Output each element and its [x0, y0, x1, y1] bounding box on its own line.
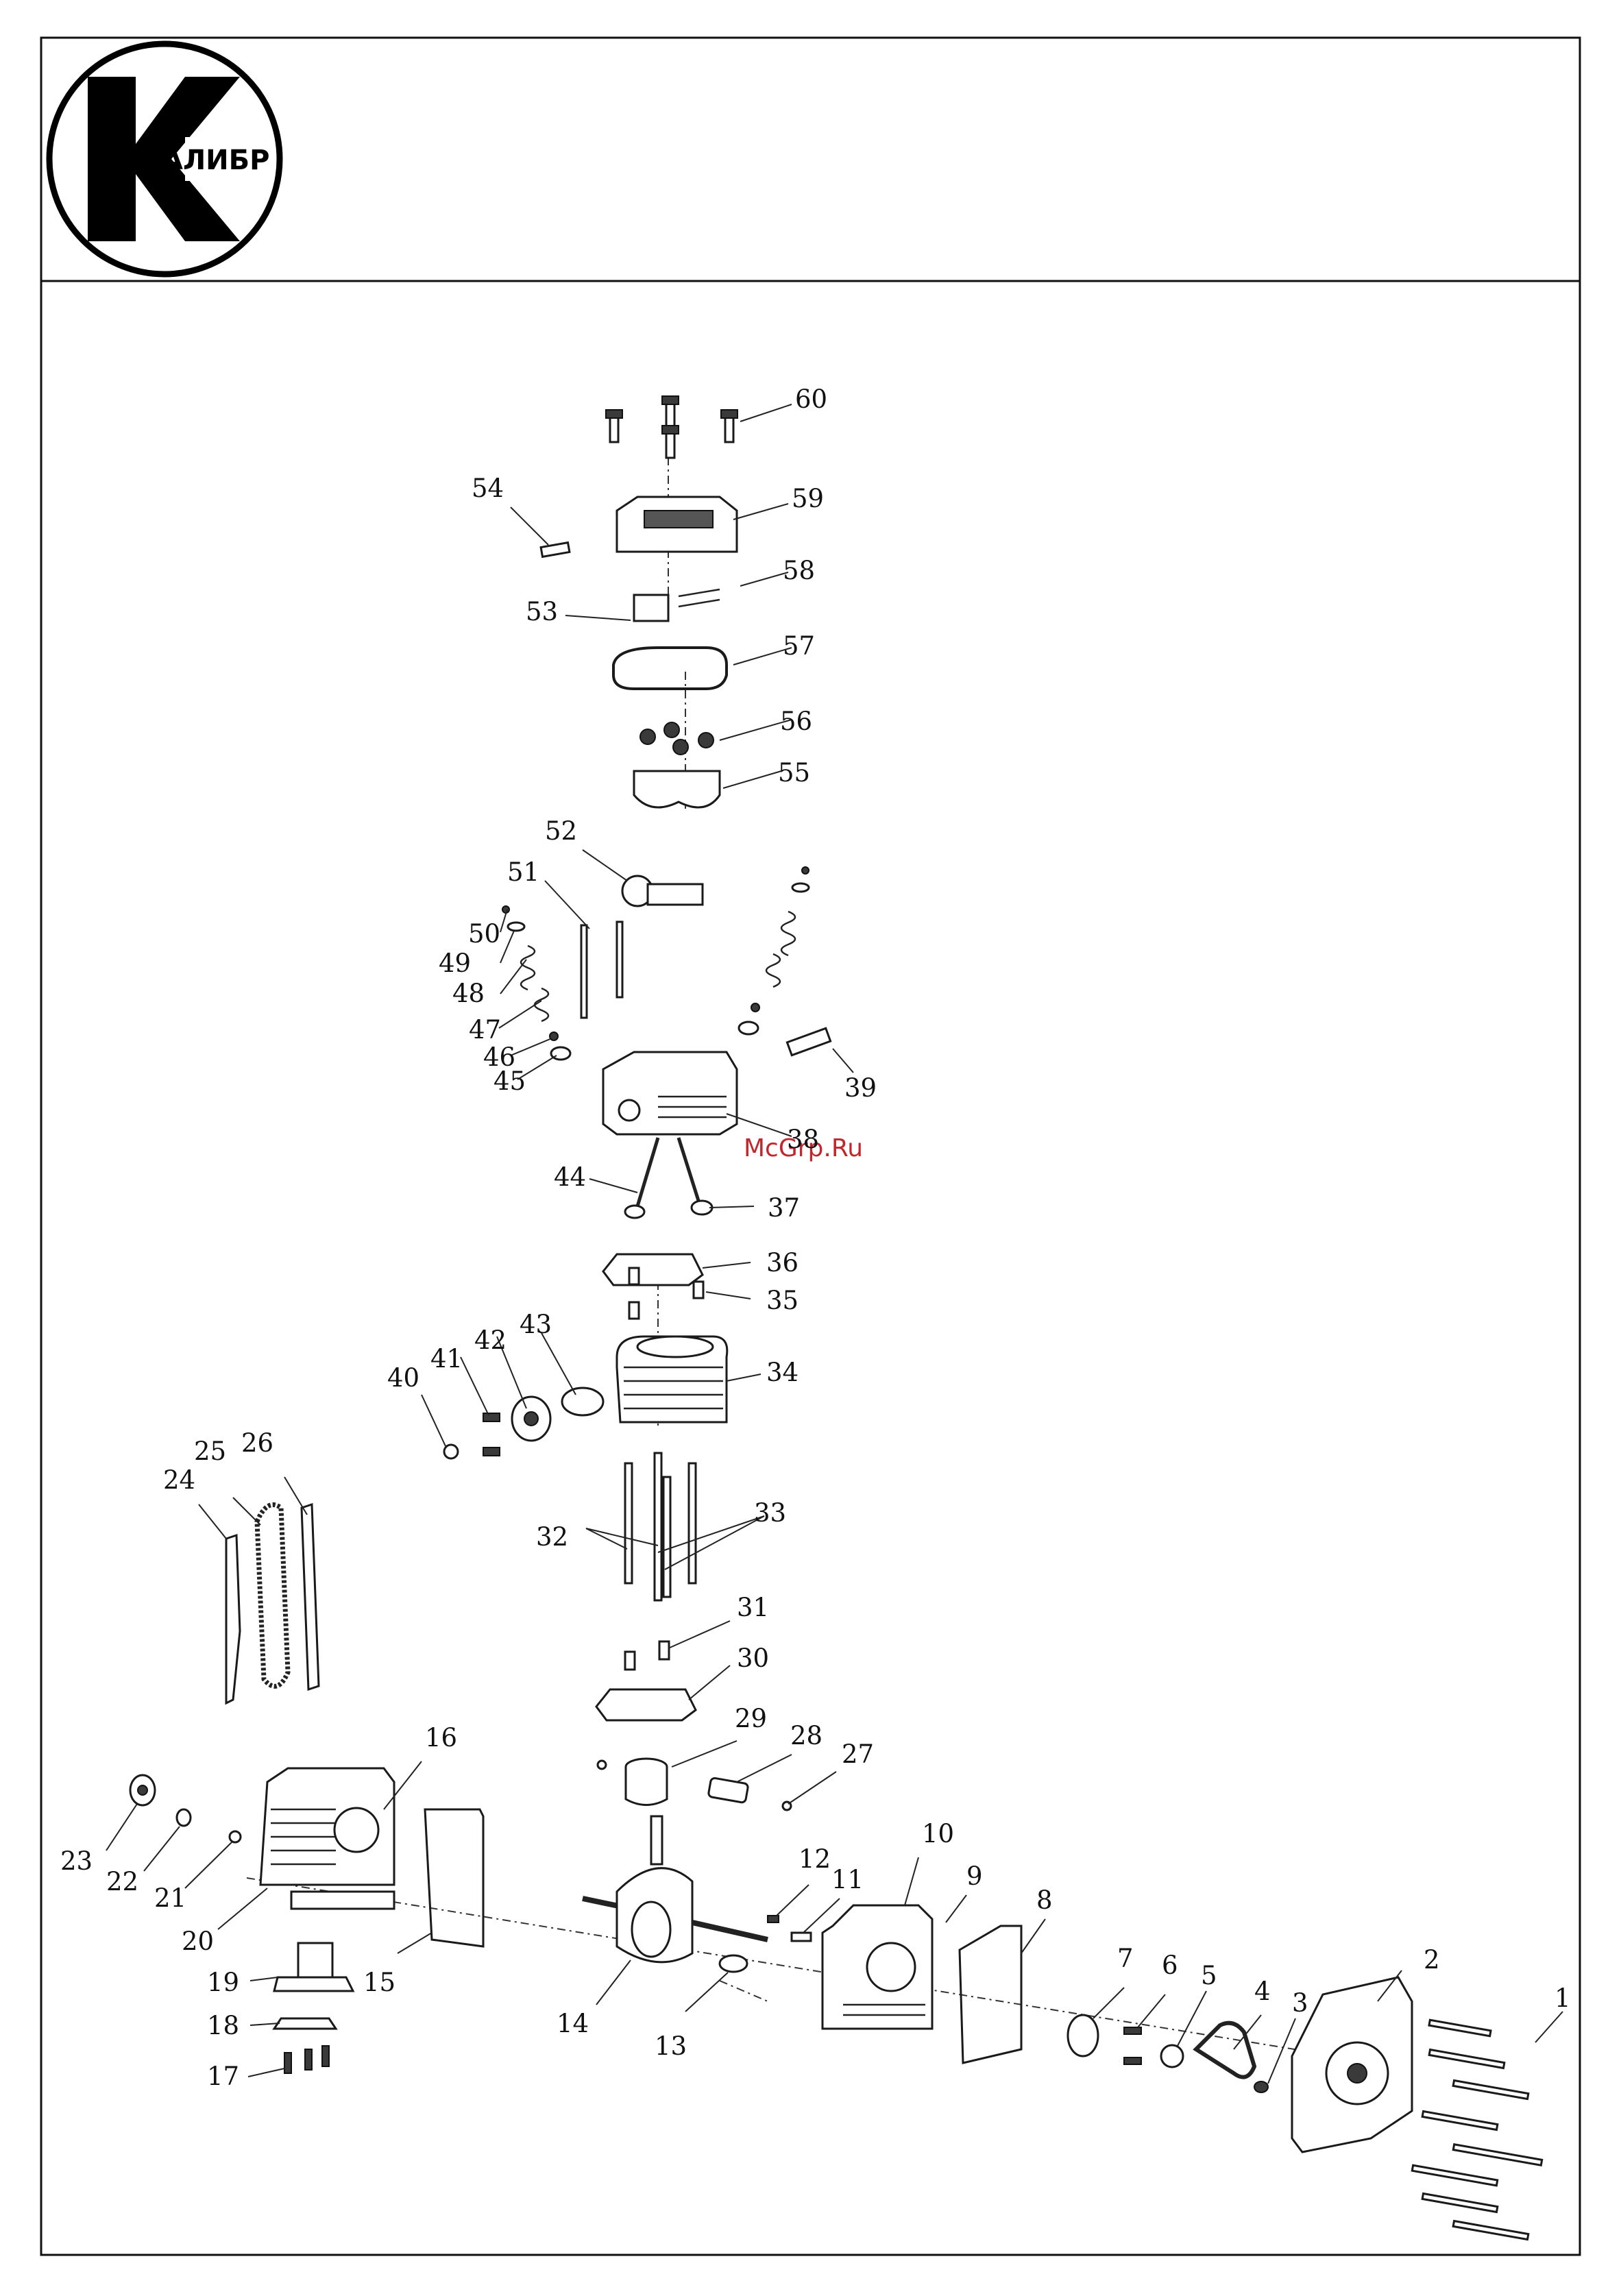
callout-31: 31 — [737, 1593, 769, 1622]
callout-7: 7 — [1117, 1944, 1134, 1973]
callout-57: 57 — [783, 631, 815, 661]
callout-41: 41 — [430, 1344, 463, 1373]
callout-51: 51 — [507, 857, 539, 887]
callout-48: 48 — [452, 979, 485, 1008]
callout-55: 55 — [778, 758, 810, 787]
callout-23: 23 — [60, 1846, 93, 1876]
callout-54: 54 — [472, 474, 504, 503]
callout-21: 21 — [154, 1883, 186, 1913]
callout-9: 9 — [966, 1861, 983, 1891]
callout-34: 34 — [766, 1358, 799, 1387]
callout-16: 16 — [425, 1723, 457, 1752]
callout-49: 49 — [439, 949, 471, 978]
callout-50: 50 — [468, 919, 500, 949]
callout-6: 6 — [1162, 1951, 1178, 1980]
callout-3: 3 — [1292, 1988, 1308, 2018]
callout-45: 45 — [493, 1066, 526, 1096]
callout-38: 38 — [787, 1125, 819, 1154]
callout-17: 17 — [207, 2062, 239, 2091]
callout-14: 14 — [557, 2009, 589, 2038]
callout-1: 1 — [1555, 1983, 1571, 2013]
callout-30: 30 — [737, 1644, 769, 1673]
callout-18: 18 — [207, 2011, 239, 2040]
callout-52: 52 — [545, 816, 577, 846]
callout-44: 44 — [554, 1162, 586, 1192]
callout-39: 39 — [844, 1073, 877, 1103]
callout-15: 15 — [363, 1968, 395, 1997]
callout-35: 35 — [766, 1286, 799, 1315]
callout-47: 47 — [469, 1015, 501, 1045]
callout-60: 60 — [795, 384, 827, 414]
callout-11: 11 — [831, 1865, 864, 1894]
callout-10: 10 — [922, 1819, 954, 1848]
callout-58: 58 — [783, 556, 815, 585]
callout-26: 26 — [241, 1428, 273, 1458]
callout-29: 29 — [735, 1704, 767, 1733]
callout-25: 25 — [194, 1437, 226, 1466]
callout-27: 27 — [842, 1739, 874, 1769]
callout-22: 22 — [106, 1867, 138, 1896]
callout-12: 12 — [799, 1844, 831, 1874]
parts-artwork — [130, 396, 1542, 2239]
callout-53: 53 — [526, 597, 558, 626]
callout-2: 2 — [1424, 1945, 1440, 1975]
kalibr-logo: К АЛИБР — [49, 44, 280, 274]
callout-32: 32 — [536, 1522, 568, 1552]
callout-28: 28 — [790, 1721, 822, 1750]
callout-8: 8 — [1036, 1885, 1053, 1915]
callout-19: 19 — [207, 1968, 239, 1997]
callout-36: 36 — [766, 1248, 799, 1278]
callout-40: 40 — [387, 1363, 419, 1393]
callout-43: 43 — [520, 1310, 552, 1339]
callout-5: 5 — [1201, 1961, 1217, 1990]
callout-56: 56 — [780, 707, 812, 736]
callout-4: 4 — [1254, 1977, 1271, 2006]
logo-text: АЛИБР — [162, 145, 269, 176]
callout-42: 42 — [474, 1326, 507, 1355]
callout-24: 24 — [163, 1465, 195, 1495]
callout-13: 13 — [655, 2031, 687, 2061]
callout-20: 20 — [182, 1927, 214, 1956]
callout-59: 59 — [792, 484, 824, 513]
callout-33: 33 — [754, 1498, 786, 1528]
callout-37: 37 — [768, 1193, 800, 1223]
